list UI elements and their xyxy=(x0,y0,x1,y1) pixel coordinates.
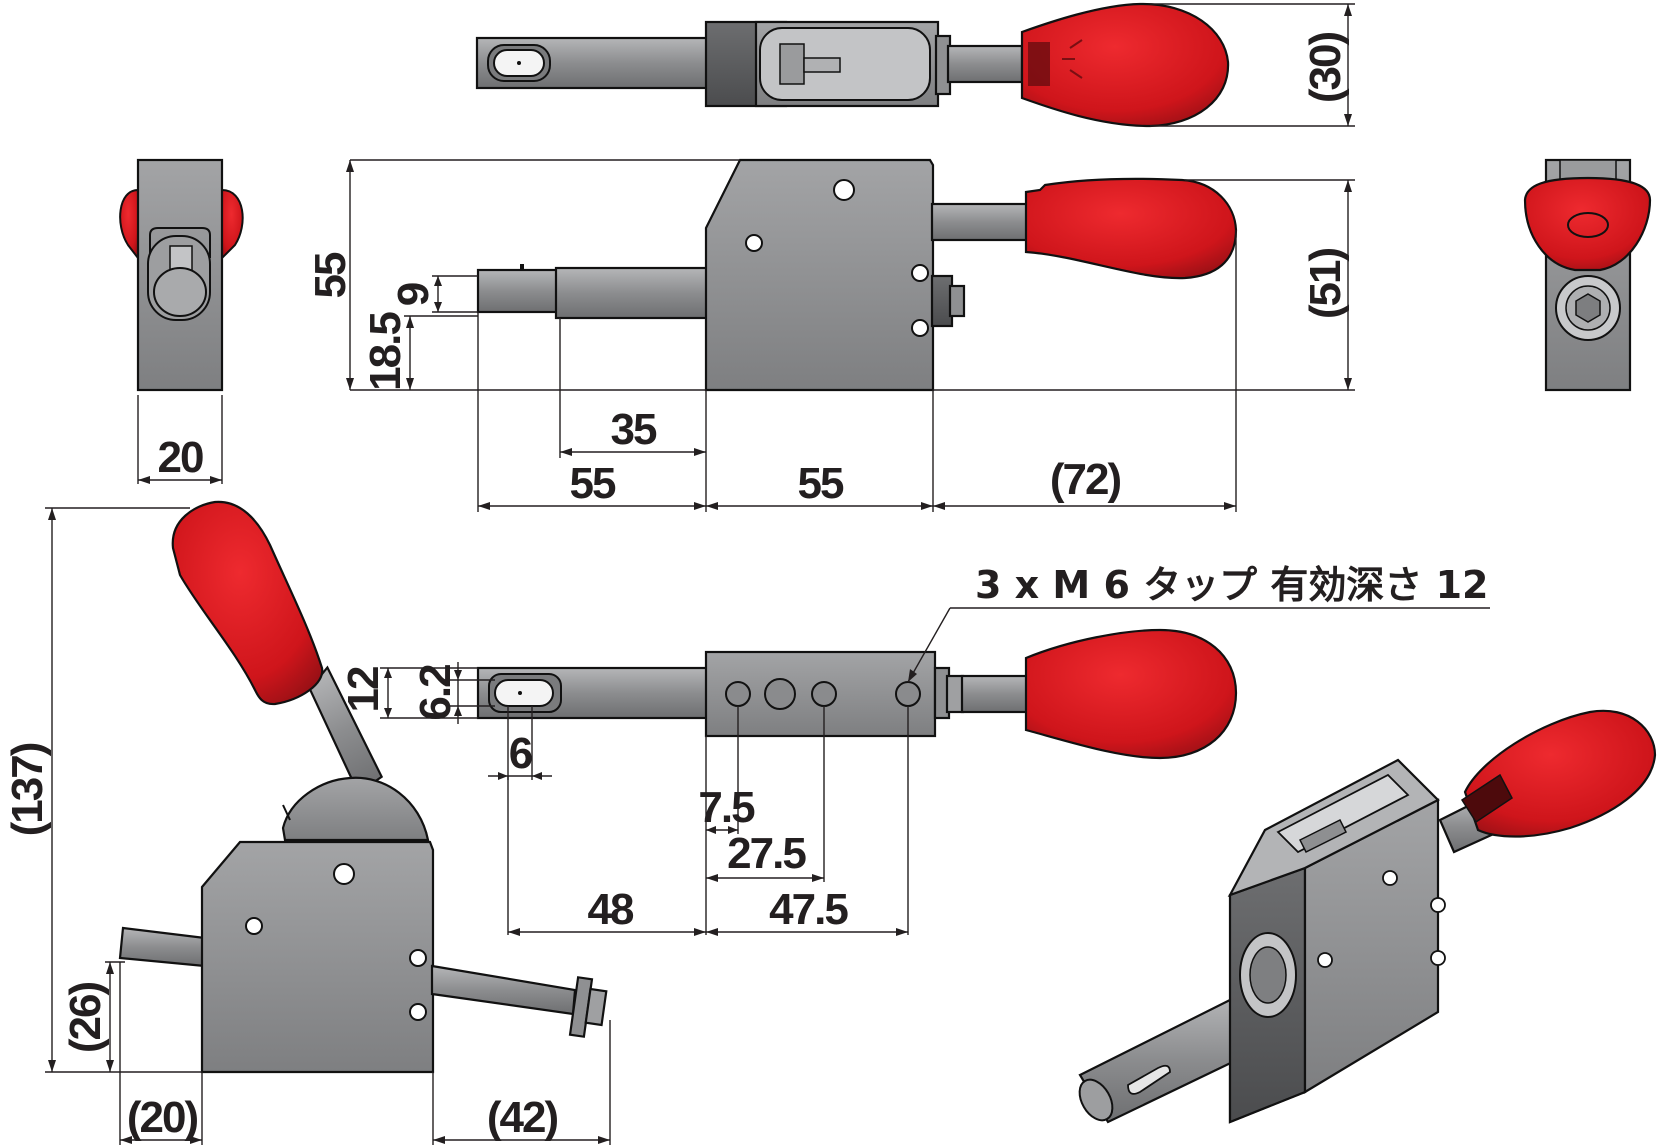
left-view: 20 xyxy=(119,158,244,484)
dim-bottom-slot-width: 6.2 xyxy=(411,665,460,721)
front-view: 55 9 18.5 35 55 55 (72) (51 xyxy=(306,158,1355,512)
front-body xyxy=(704,158,935,392)
dim-bottom-third-hole: 47.5 xyxy=(769,885,848,934)
dim-front-handle-length: (72) xyxy=(1050,455,1121,504)
dim-front-body-length: 55 xyxy=(798,459,844,508)
dim-front-pin-center: 18.5 xyxy=(361,312,410,391)
bottom-knob-icon xyxy=(1024,628,1238,760)
top-view: (30) xyxy=(475,2,1355,128)
dim-top-height: (30) xyxy=(1301,33,1350,104)
front-knob-icon xyxy=(1024,177,1238,280)
iso-knob-icon xyxy=(1463,709,1657,838)
lever-body xyxy=(200,840,435,1074)
tap-note: 3 x M 6 タップ 有効深さ 12 xyxy=(975,563,1488,607)
tapped-hole-icon xyxy=(725,681,751,707)
isometric-view xyxy=(1078,709,1657,1124)
dim-bottom-pin-width: 12 xyxy=(339,667,388,712)
dim-lever-total-height: (137) xyxy=(3,743,52,836)
dim-bottom-second-hole: 27.5 xyxy=(727,829,806,878)
lever-knob-icon xyxy=(171,500,324,706)
top-knob-icon xyxy=(1020,2,1230,128)
front-hole-icon xyxy=(833,179,855,201)
dim-lever-rear-protrusion: (42) xyxy=(487,1093,558,1142)
dim-front-total-height: 55 xyxy=(306,252,355,298)
dim-bottom-first-hole: 7.5 xyxy=(698,783,755,832)
right-knob-icon xyxy=(1523,176,1652,272)
right-view xyxy=(1523,158,1652,392)
dim-bottom-slot-to-body: 48 xyxy=(588,885,634,934)
front-pin xyxy=(476,268,562,314)
bottom-slot xyxy=(494,679,554,707)
lever-view: (137) (26) (20) (42) xyxy=(3,500,611,1145)
dim-front-shoulder: 35 xyxy=(611,405,657,454)
dim-left-width: 20 xyxy=(158,433,203,482)
dim-front-pin-diameter: 9 xyxy=(389,283,438,306)
dim-front-pin-length: 55 xyxy=(570,459,616,508)
dim-front-handle-height: (51) xyxy=(1301,249,1350,320)
bottom-view: 12 6.2 6 7.5 27.5 48 47.5 xyxy=(339,563,1490,936)
dim-bottom-slot-length: 6 xyxy=(509,729,532,778)
dim-lever-pin-protrusion: (20) xyxy=(127,1093,198,1142)
dim-lever-pin-height: (26) xyxy=(61,983,110,1054)
